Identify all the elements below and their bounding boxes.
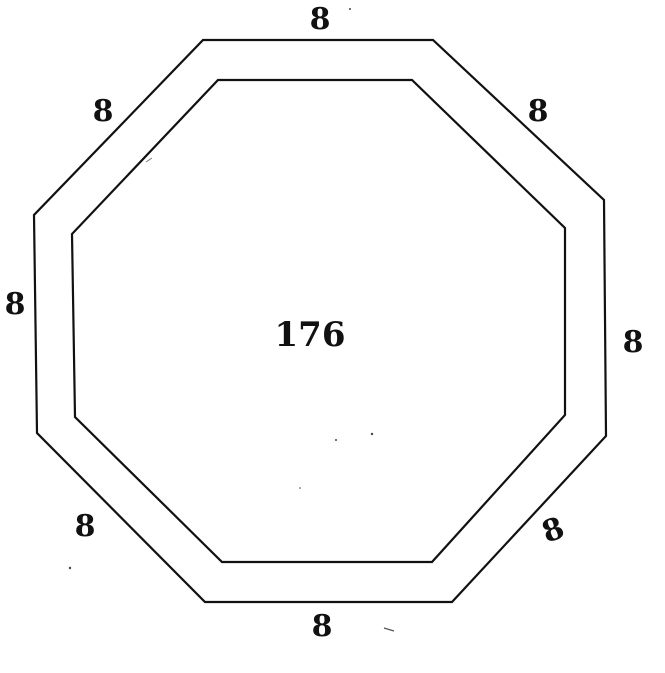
- print-speck: [383, 627, 395, 632]
- side-label-top-left: 8: [93, 94, 114, 129]
- print-speck: [370, 432, 374, 436]
- side-label-left: 8: [5, 287, 26, 322]
- center-area-value: 176: [275, 315, 346, 355]
- print-speck: [349, 8, 351, 10]
- print-speck: [145, 157, 153, 163]
- inner-octagon: [70, 78, 567, 564]
- outer-octagon: [32, 38, 608, 604]
- print-speck: [299, 487, 301, 489]
- side-label-top: 8: [310, 2, 331, 37]
- side-label-bottom-left: 8: [75, 509, 96, 544]
- side-label-right: 8: [623, 325, 644, 360]
- print-speck: [68, 566, 72, 570]
- side-label-top-right: 8: [528, 94, 549, 129]
- print-speck: [335, 439, 337, 441]
- side-label-bottom: 8: [312, 609, 333, 644]
- side-label-bottom-right: 8: [537, 510, 569, 550]
